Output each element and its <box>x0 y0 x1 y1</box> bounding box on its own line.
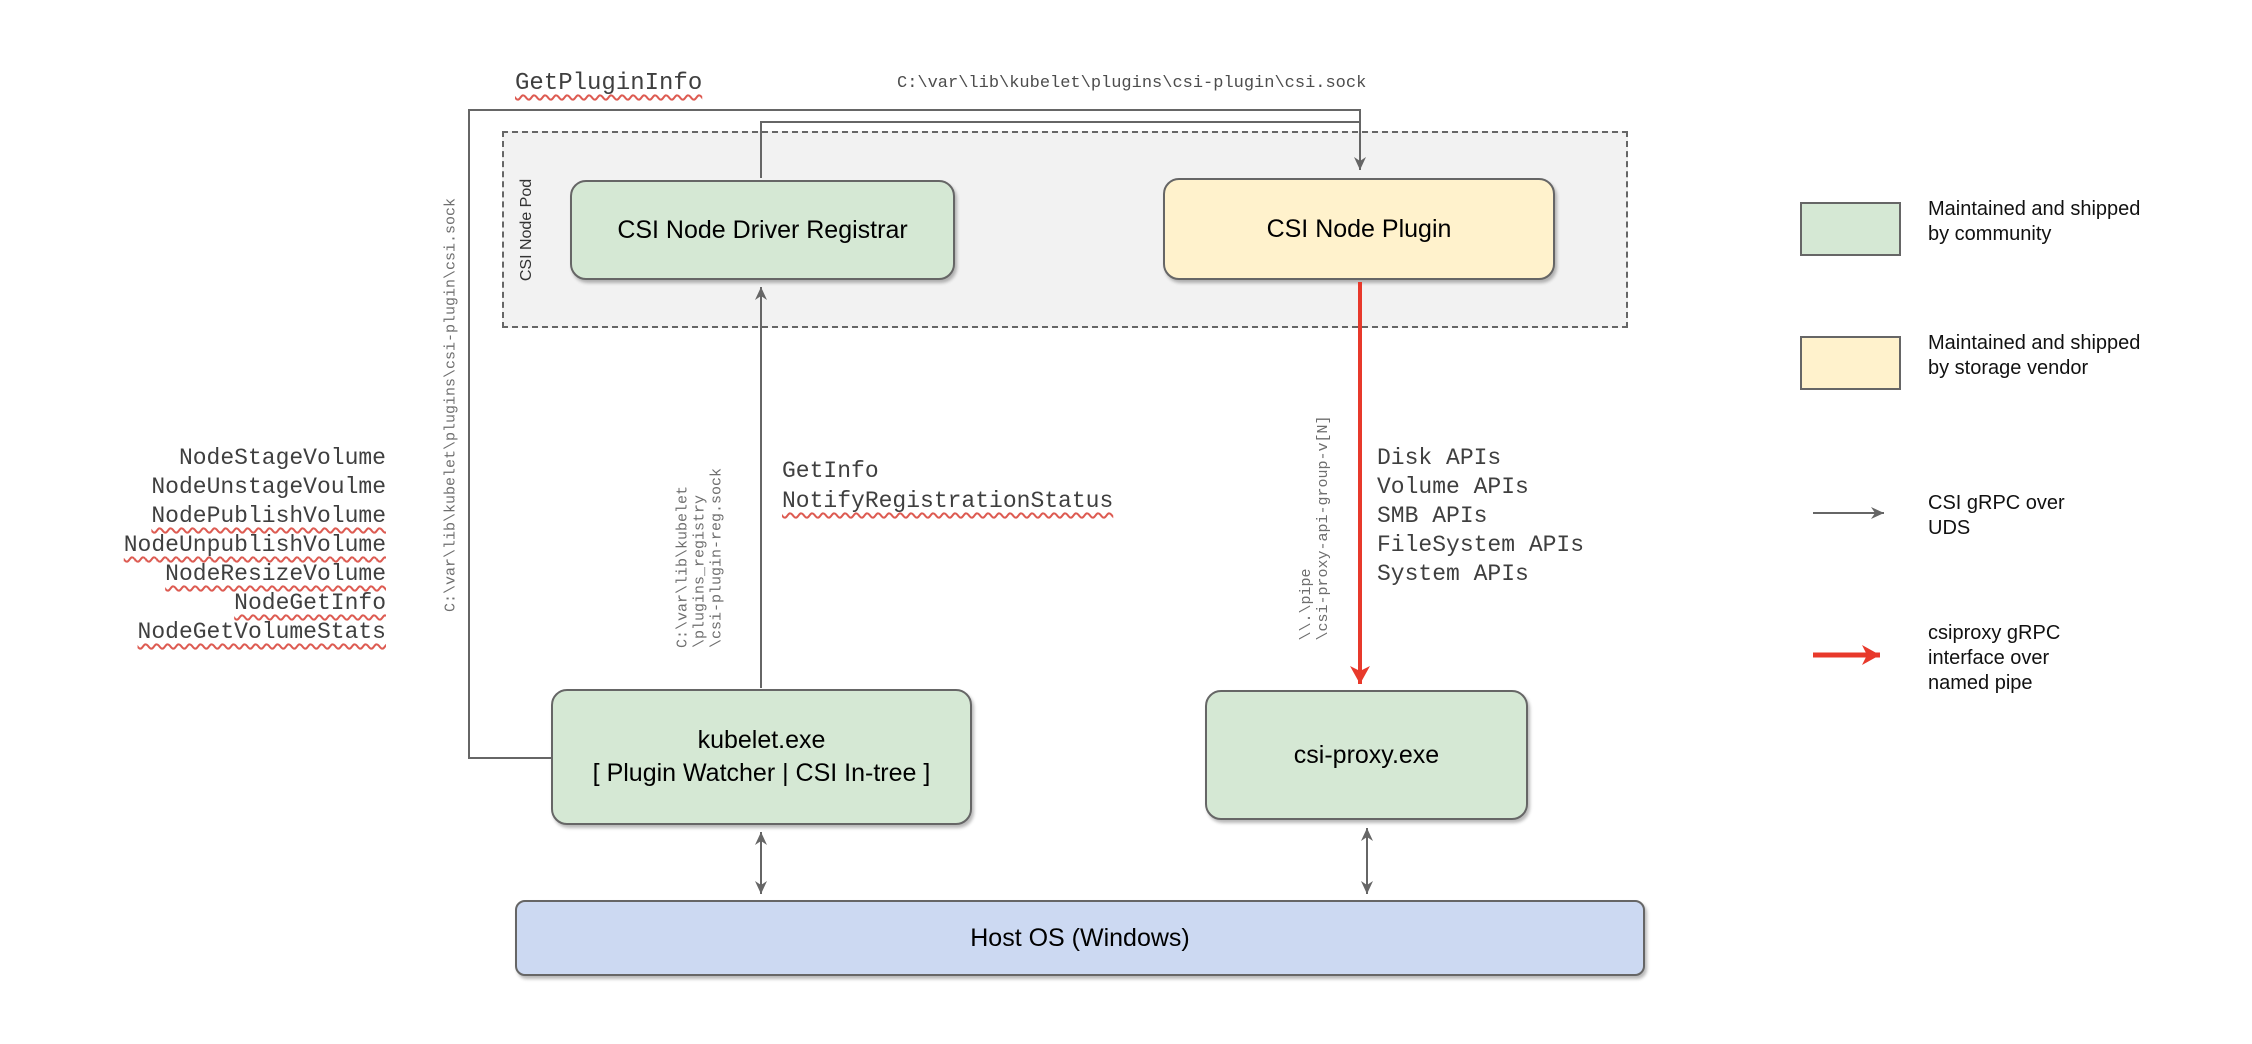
csi-node-driver-registrar-label: CSI Node Driver Registrar <box>617 215 908 244</box>
left-socket-path-label: C:\var\lib\kubelet\plugins\csi-plugin\cs… <box>442 197 460 613</box>
kubelet-box: kubelet.exe [ Plugin Watcher | CSI In-tr… <box>551 689 972 825</box>
node-call-item: NodeStageVolume <box>178 445 386 471</box>
proxy-api-item: Volume APIs <box>1377 474 1529 500</box>
registrar-socket-path-label: C:\var\lib\kubelet \plugins_registry \cs… <box>674 467 726 649</box>
csi-node-plugin-box: CSI Node Plugin <box>1163 178 1555 280</box>
proxy-api-item: System APIs <box>1377 561 1529 587</box>
csi-proxy-label: csi-proxy.exe <box>1293 740 1440 769</box>
csi-node-pod-label: CSI Node Pod <box>518 178 535 282</box>
proxy-api-item: SMB APIs <box>1377 503 1488 529</box>
kubelet-sublabel: [ Plugin Watcher | CSI In-tree ] <box>592 759 931 787</box>
kubelet-label: kubelet.exe <box>697 726 826 754</box>
legend-community-label: Maintained and shipped by community <box>1928 198 2141 245</box>
legend-vendor-swatch <box>1800 336 1901 390</box>
node-call-item: NodeUnstageVoulme <box>151 474 386 500</box>
notifyregistrationstatus-label: NotifyRegistrationStatus <box>782 488 1114 514</box>
getplugininfo-label: GetPluginInfo <box>515 70 703 97</box>
legend-uds-label: CSI gRPC over UDS <box>1928 492 2065 539</box>
getinfo-label: GetInfo <box>782 458 879 484</box>
legend-vendor-label: Maintained and shipped by storage vendor <box>1928 332 2141 379</box>
proxy-api-item: FileSystem APIs <box>1377 532 1585 558</box>
node-call-item: NodePublishVolume <box>151 503 386 529</box>
named-pipe-path-label: \\.\pipe \csi-proxy-api-group-v[N] <box>1298 415 1332 641</box>
node-call-item: NodeGetInfo <box>234 590 386 616</box>
csi-node-driver-registrar-box: CSI Node Driver Registrar <box>570 180 955 280</box>
proxy-api-item: Disk APIs <box>1377 445 1502 471</box>
node-call-item: NodeGetVolumeStats <box>137 619 386 645</box>
node-call-item: NodeUnpublishVolume <box>123 532 386 558</box>
top-socket-path-label: C:\var\lib\kubelet\plugins\csi-plugin\cs… <box>897 74 1367 93</box>
csi-proxy-box: csi-proxy.exe <box>1205 690 1528 820</box>
host-os-box: Host OS (Windows) <box>515 900 1645 976</box>
legend-namedpipe-label: csiproxy gRPC interface over named pipe <box>1928 622 2061 694</box>
legend-community-swatch <box>1800 202 1901 256</box>
registration-rpc-labels: GetInfo NotifyRegistrationStatus <box>782 456 1113 516</box>
node-csi-calls-list: NodeStageVolume NodeUnstageVoulme NodePu… <box>124 444 386 647</box>
host-os-label: Host OS (Windows) <box>970 923 1190 952</box>
node-call-item: NodeResizeVolume <box>165 561 386 587</box>
proxy-apis-list: Disk APIs Volume APIs SMB APIs FileSyste… <box>1377 444 1584 589</box>
csi-node-plugin-label: CSI Node Plugin <box>1266 214 1452 243</box>
